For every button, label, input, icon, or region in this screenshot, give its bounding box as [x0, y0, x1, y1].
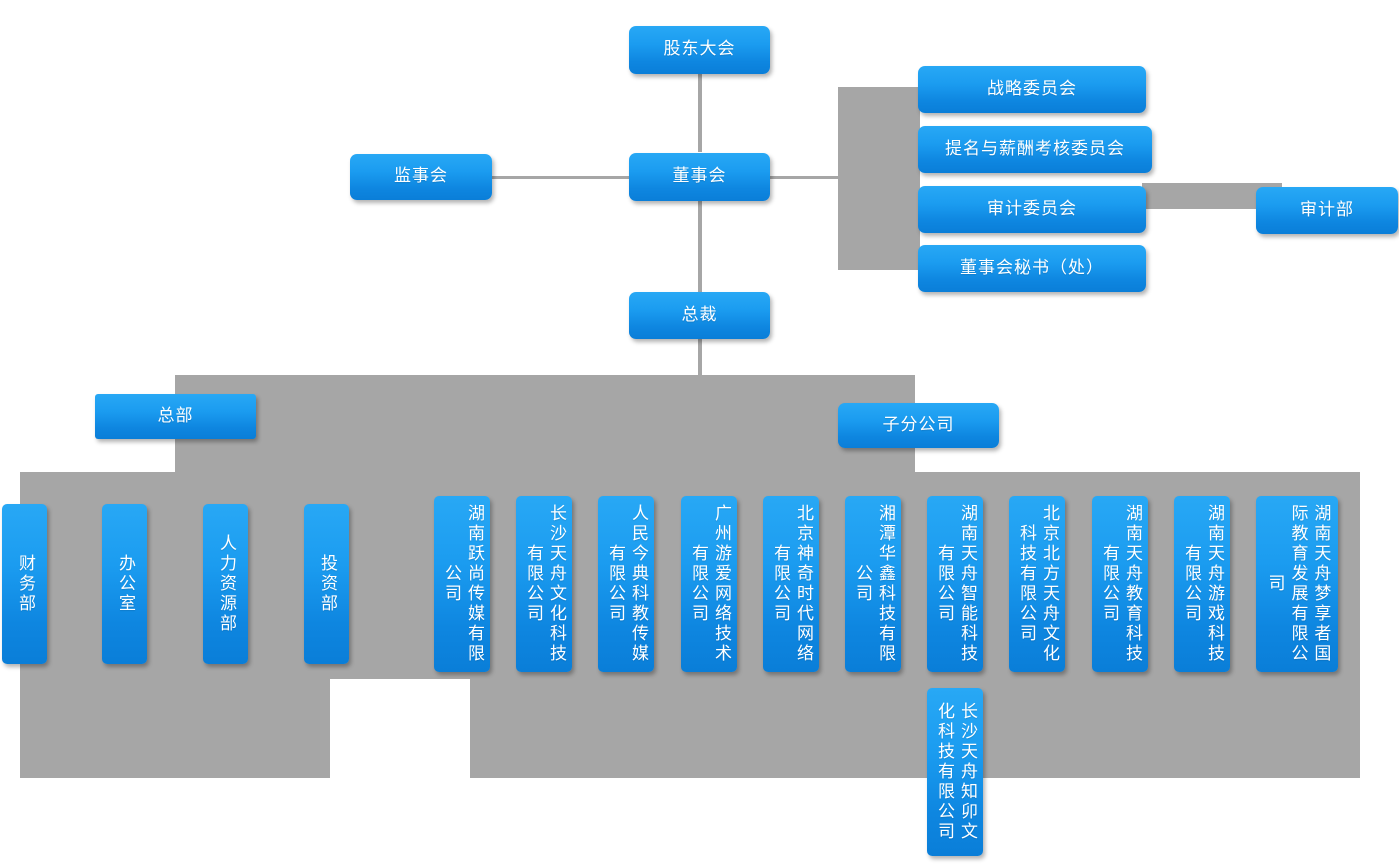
- org-body-right-notch-shape: [1150, 472, 1300, 494]
- node-subsidiary-xiangtan-huaxin-tech[interactable]: 湘潭华鑫科技有限公司: [845, 496, 901, 672]
- node-dept-office[interactable]: 办公室: [102, 504, 147, 664]
- node-subsidiary-changsha-tianzhou-culture-tech[interactable]: 长沙天舟文化科技有限公司: [516, 496, 572, 672]
- node-subsidiary-changsha-tianzhou-zhimao-culture-tech[interactable]: 长沙天舟知卯文化科技有限公司: [927, 688, 983, 856]
- node-subsidiary-hunan-tianzhou-game-tech[interactable]: 湖南天舟游戏科技有限公司: [1174, 496, 1230, 672]
- node-shareholders-meeting[interactable]: 股东大会: [629, 26, 770, 74]
- node-committee-strategy[interactable]: 战略委员会: [918, 66, 1146, 113]
- org-body-lower-left-shape: [20, 679, 330, 778]
- node-dept-finance[interactable]: 财务部: [2, 504, 47, 664]
- committee-bracket-shape: [838, 87, 920, 270]
- node-dept-investment[interactable]: 投资部: [304, 504, 349, 664]
- node-subsidiary-beijing-shenqi-shidai-network[interactable]: 北京神奇时代网络有限公司: [763, 496, 819, 672]
- node-board-secretary-office[interactable]: 董事会秘书（处）: [918, 245, 1146, 292]
- division-band-shape: [175, 375, 915, 472]
- node-subsidiary-hunan-tianzhou-education-tech[interactable]: 湖南天舟教育科技有限公司: [1092, 496, 1148, 672]
- node-subsidiary-hunan-tianzhou-intelligent-tech[interactable]: 湖南天舟智能科技有限公司: [927, 496, 983, 672]
- node-committee-nomination-compensation[interactable]: 提名与薪酬考核委员会: [918, 126, 1152, 173]
- connector-shareholders-to-board: [698, 74, 702, 152]
- node-subsidiary-hunan-yueshang-media[interactable]: 湖南跃尚传媒有限公司: [434, 496, 490, 672]
- node-subsidiary-renmin-jindian-science-education-media[interactable]: 人民今典科教传媒有限公司: [598, 496, 654, 672]
- node-dept-human-resources[interactable]: 人力资源部: [203, 504, 248, 664]
- node-subsidiaries[interactable]: 子分公司: [838, 403, 999, 448]
- connector-president-to-divisions: [698, 339, 702, 377]
- org-body-lower-mid-shape: [470, 679, 1285, 778]
- connector-board-to-committees: [770, 176, 840, 179]
- node-subsidiary-beijing-beifang-tianzhou-culture-tech[interactable]: 北京北方天舟文化科技有限公司: [1009, 496, 1065, 672]
- node-supervisory-board[interactable]: 监事会: [350, 154, 492, 200]
- connector-board-to-president: [698, 201, 702, 292]
- node-committee-audit[interactable]: 审计委员会: [918, 186, 1146, 233]
- node-board-of-directors[interactable]: 董事会: [629, 153, 770, 201]
- node-audit-department[interactable]: 审计部: [1256, 187, 1398, 234]
- node-subsidiary-hunan-tianzhou-mengxiangzhe-intl-education[interactable]: 湖南天舟梦享者国际教育发展有限公司: [1256, 496, 1338, 672]
- node-headquarters[interactable]: 总部: [95, 394, 256, 439]
- connector-supervisory-to-board: [492, 176, 630, 179]
- node-president[interactable]: 总裁: [629, 292, 770, 339]
- node-subsidiary-guangzhou-youai-network-tech[interactable]: 广州游爱网络技术有限公司: [681, 496, 737, 672]
